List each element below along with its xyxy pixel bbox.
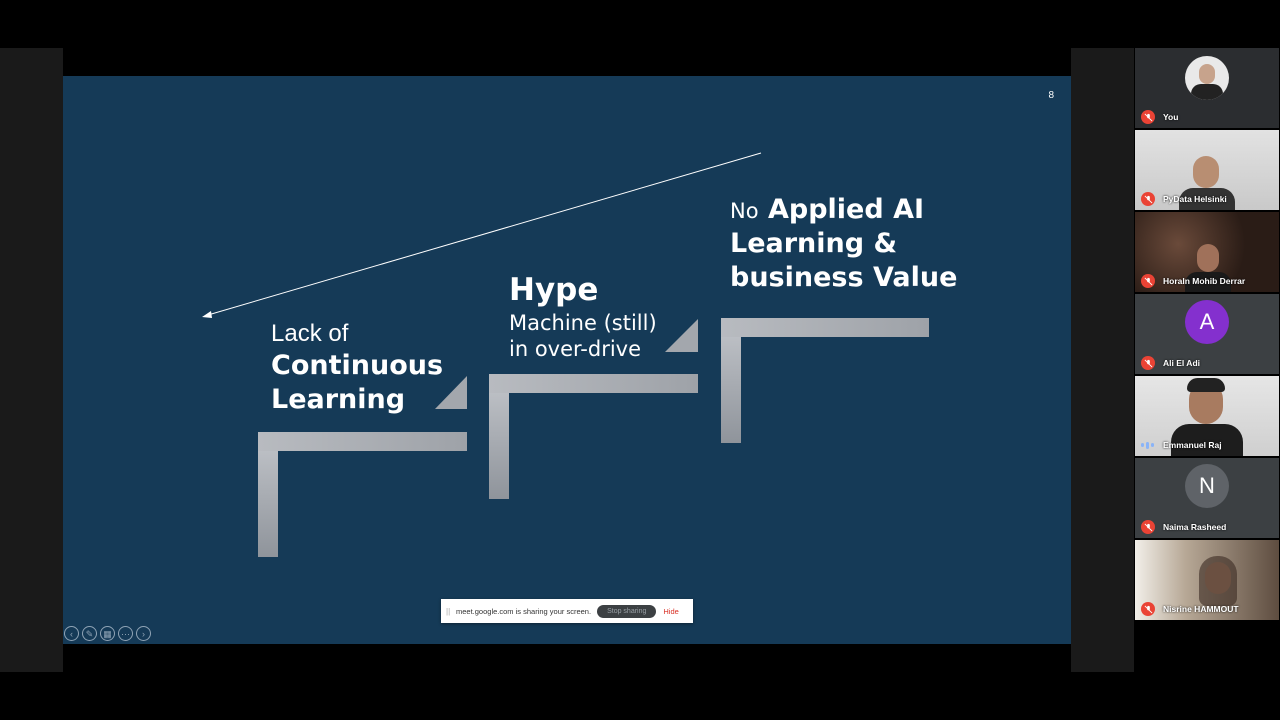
presentation-slide: 8 Lack of Continuous Learning Hype M (63, 76, 1071, 644)
participant-tile-horaln[interactable]: Horaln Mohib Derrar (1135, 212, 1279, 292)
step-1-line-2: Continuous (271, 350, 444, 381)
left-gutter (0, 48, 63, 672)
trend-arrow-head (202, 311, 212, 318)
video-feed (1135, 130, 1279, 210)
step-3-line-2: Learning & (730, 227, 898, 259)
participant-tile-pydata[interactable]: PyData Helsinki (1135, 130, 1279, 210)
participant-name: PyData Helsinki (1163, 194, 1227, 204)
mic-off-icon (1141, 274, 1155, 288)
stair-step-3-riser (721, 318, 741, 443)
step-2-line-2: Machine (still) (509, 310, 657, 335)
mic-off-icon (1141, 110, 1155, 124)
video-feed (1135, 376, 1279, 456)
stop-sharing-button[interactable]: Stop sharing (597, 604, 657, 618)
stair-step-2-riser (489, 374, 509, 499)
stair-step-2-tread (489, 374, 698, 393)
slide-top-bar (63, 48, 1071, 76)
stair-step-2-wedge (665, 319, 698, 352)
stair-step-1-tread (258, 432, 467, 451)
participant-tile-you[interactable]: You (1135, 48, 1279, 128)
mic-off-icon (1141, 192, 1155, 206)
step-1-line-1: Lack of (271, 320, 349, 347)
participant-tile-emmanuel[interactable]: Emmanuel Raj (1135, 376, 1279, 456)
presenter-toolbar: ‹ ✎ ▦ ⋯ › (64, 626, 151, 641)
stair-graphic (202, 152, 929, 557)
mic-off-icon (1141, 520, 1155, 534)
step-2-line-3: in over-drive (509, 337, 642, 361)
step-1-line-3: Learning (271, 383, 406, 415)
video-feed (1135, 540, 1279, 620)
right-gutter (1071, 48, 1134, 672)
avatar: A (1185, 300, 1229, 344)
avatar (1185, 56, 1229, 100)
prev-slide-icon[interactable]: ‹ (64, 626, 79, 641)
step-1-label: Lack of Continuous Learning (271, 319, 443, 417)
screen-share-bar: || meet.google.com is sharing your scree… (441, 599, 693, 623)
hide-button[interactable]: Hide (663, 606, 679, 616)
participant-tile-nisrine[interactable]: Nisrine HAMMOUT (1135, 540, 1279, 620)
step-3-line-3: business Value (730, 261, 958, 293)
speaking-indicator-icon (1141, 441, 1155, 449)
next-slide-icon[interactable]: › (136, 626, 151, 641)
avatar: N (1185, 464, 1229, 508)
stair-step-1-riser (258, 432, 278, 557)
stair-step-1-wedge (435, 376, 467, 409)
participant-name: Nisrine HAMMOUT (1163, 604, 1239, 614)
mic-off-icon (1141, 602, 1155, 616)
step-3-prefix: No (730, 199, 759, 223)
step-3-label: No Applied AI Learning & business Value (730, 193, 957, 294)
slide-number: 8 (1048, 90, 1054, 101)
step-3-line-1-text: Applied AI (767, 194, 925, 225)
video-feed (1135, 212, 1279, 292)
stair-step-3-tread (721, 318, 929, 337)
step-2-label: Hype Machine (still) in over-drive (509, 271, 657, 362)
share-message: meet.google.com is sharing your screen. (456, 606, 592, 616)
participant-name: You (1163, 112, 1179, 122)
participant-name: Emmanuel Raj (1163, 440, 1222, 450)
pen-icon[interactable]: ✎ (82, 626, 97, 641)
more-icon[interactable]: ⋯ (118, 626, 133, 641)
participant-tile-naima[interactable]: N Naima Rasheed (1135, 458, 1279, 538)
participant-name: Ali El Adi (1163, 358, 1200, 368)
participant-name: Horaln Mohib Derrar (1163, 276, 1246, 286)
mic-off-icon (1141, 356, 1155, 370)
participant-tile-ali[interactable]: A Ali El Adi (1135, 294, 1279, 374)
grid-icon[interactable]: ▦ (100, 626, 115, 641)
participant-name: Naima Rasheed (1163, 522, 1227, 532)
trend-arrow-line (207, 152, 762, 316)
drag-handle[interactable]: || (446, 606, 451, 616)
step-3-line-1: No Applied AI (730, 193, 957, 227)
step-2-line-1: Hype (509, 272, 599, 308)
